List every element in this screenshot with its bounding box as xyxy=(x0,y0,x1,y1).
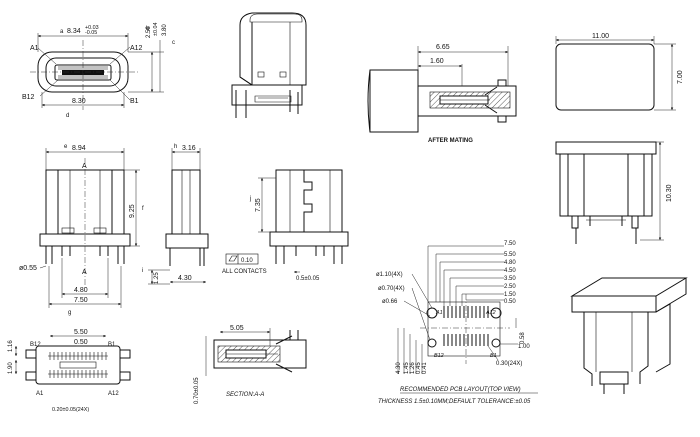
pcb-layout-title: RECOMMENDED PCB LAYOUT(TOP VIEW) xyxy=(400,387,521,393)
cap-side-view: 10.30 xyxy=(555,141,673,244)
dim-b-tol: ±0.04 xyxy=(153,23,159,36)
bottom-pin-b1: B1 xyxy=(108,342,116,348)
after-mating-label: AFTER MATING xyxy=(428,138,473,144)
receptacle-bottom-view: 5.50 0.50 1.16 1.90 B12 B1 A1 A12 0.20±0… xyxy=(8,329,131,413)
dim-0-70: 0.70±0.05 xyxy=(194,377,200,404)
receptacle-front-face-view: a 8.34 +0.03 -0.05 8.30 d 2.56 ±0.04 b 3… xyxy=(22,23,175,119)
pcb-pin-b12: B12 xyxy=(434,353,444,359)
section-label: SECTION:A-A xyxy=(226,392,264,398)
section-a-a-view: 5.05 0.70±0.05 SECTION:A-A xyxy=(194,325,307,404)
pcb-pin-b1: B1 xyxy=(490,353,497,359)
pcb-dim-4-50: 4.50 xyxy=(504,268,516,274)
flatness-value: 0.10 xyxy=(241,258,253,264)
dim-c-mark: c xyxy=(172,40,175,46)
pcb-pin-a1: A1 xyxy=(435,310,443,316)
bottom-pin-b12: B12 xyxy=(30,342,41,348)
pcb-dim-4-30: 4.30 xyxy=(396,362,402,374)
pcb-dim-1-26: 1.26 xyxy=(410,362,416,374)
pcb-dim-2-50: 2.50 xyxy=(504,284,516,290)
pcb-hole-110: ø1.10(4X) xyxy=(376,272,403,278)
dim-0-50: 0.50 xyxy=(74,339,88,346)
pcb-dim-1-00: 1.00 xyxy=(518,344,530,350)
cap-isometric-view xyxy=(570,277,688,394)
dim-1-16: 1.16 xyxy=(8,340,14,352)
bottom-pin-a1: A1 xyxy=(36,391,44,397)
section-mark-bottom: A xyxy=(82,269,87,276)
dim-a-value: 8.34 xyxy=(67,28,81,35)
pitch-note: 0.20±0.05(24X) xyxy=(52,407,89,413)
dim-a-mark: a xyxy=(60,29,64,35)
dim-j-value: 7.35 xyxy=(255,198,262,212)
pcb-dim-7-50: 7.50 xyxy=(504,241,516,247)
dim-b-mark: b xyxy=(146,26,150,32)
pcb-hole-066: ø0.66 xyxy=(382,299,398,305)
dim-j-mark: j xyxy=(249,196,251,202)
cap-top-view: 11.00 7.00 xyxy=(555,33,684,111)
pcb-dim-0-30: 0.30(24X) xyxy=(496,361,522,367)
pcb-dim-1-50: 1.50 xyxy=(504,292,516,298)
dim-b-value: 2.56 xyxy=(146,26,152,38)
pcb-pin-a12: A12 xyxy=(485,310,496,316)
pcb-note: THICKNESS 1.5±0.10MM;DEFAULT TOLERANCE:±… xyxy=(378,399,531,405)
cap-total-height: 10.30 xyxy=(666,184,673,202)
receptacle-front-view: A A e 8.94 9.25 f 4.80 7.50 g ø0.55 xyxy=(19,144,144,316)
dim-hole-055: ø0.55 xyxy=(19,265,37,272)
flatness-callout: 0.10 ALL CONTACTS xyxy=(222,253,267,275)
dim-e-value: 8.94 xyxy=(72,145,86,152)
pcb-dim-0-45: 0.45 xyxy=(416,362,422,374)
dim-h-value: 3.16 xyxy=(182,145,196,152)
pcb-left-dims: 4.30 1.45 1.26 0.45 0.41 xyxy=(396,328,428,374)
dim-5-50: 5.50 xyxy=(74,329,88,336)
dim-4-30: 4.30 xyxy=(178,275,192,282)
bottom-pin-a12: A12 xyxy=(108,391,119,397)
all-contacts-note: ALL CONTACTS xyxy=(222,269,267,275)
cap-height: 7.00 xyxy=(677,70,684,84)
bottom-pin-array xyxy=(48,352,108,378)
dim-6-65: 6.65 xyxy=(436,44,450,51)
pcb-pad-array xyxy=(443,306,489,346)
dim-e-mark: e xyxy=(64,144,68,150)
section-mark-top: A xyxy=(82,163,87,170)
pcb-right-dims: 7.50 5.50 4.80 4.50 3.50 2.50 1.50 0.50 xyxy=(427,241,516,306)
after-mating-view: 6.65 1.60 AFTER MATING xyxy=(367,44,517,144)
dim-g-mark: g xyxy=(68,310,71,316)
dim-5-05: 5.05 xyxy=(230,325,244,332)
pin-label-a1: A1 xyxy=(30,45,39,52)
pcb-layout-view: 7.50 5.50 4.80 4.50 3.50 2.50 1.50 0.50 … xyxy=(376,241,538,405)
pcb-dim-0-41: 0.41 xyxy=(422,362,428,374)
dim-a-tol-minus: -0.05 xyxy=(85,30,97,36)
dim-g-value: 7.50 xyxy=(74,297,88,304)
dim-d-mark: d xyxy=(66,113,69,119)
dim-4-80: 4.80 xyxy=(74,287,88,294)
dim-d-value: 8.30 xyxy=(72,98,86,105)
receptacle-side-view: h 3.16 1.25 i 4.30 0.10 ALL CONTACTS xyxy=(142,144,267,285)
receptacle-isometric-view xyxy=(231,12,307,118)
dim-1-25: 1.25 xyxy=(154,272,160,284)
dim-0-5: 0.5±0.05 xyxy=(296,276,320,282)
pcb-dim-0-50: 0.50 xyxy=(504,299,516,305)
pin-label-a12: A12 xyxy=(130,45,143,52)
pcb-dim-0-58: 0.58 xyxy=(520,332,526,344)
dim-a-tol-plus: +0.03 xyxy=(85,25,99,31)
pcb-hole-070: ø0.70(4X) xyxy=(378,286,405,292)
dim-f-value: 9.25 xyxy=(129,204,136,218)
pcb-dim-3-50: 3.50 xyxy=(504,276,516,282)
dim-f-mark: f xyxy=(142,206,144,212)
pcb-dim-5-50: 5.50 xyxy=(504,252,516,258)
receptacle-back-view: 7.35 j 0.5±0.05 xyxy=(249,169,349,282)
dim-i-mark: i xyxy=(142,268,143,274)
dim-h-mark: h xyxy=(174,144,177,150)
dim-1-60: 1.60 xyxy=(430,58,444,65)
pin-label-b1: B1 xyxy=(130,98,139,105)
dim-c-value: 3.80 xyxy=(162,24,168,36)
cap-width: 11.00 xyxy=(592,33,609,40)
dim-1-90: 1.90 xyxy=(8,362,14,374)
pcb-dim-1-45: 1.45 xyxy=(404,362,410,374)
pcb-dim-4-80: 4.80 xyxy=(504,260,516,266)
pin-label-b12: B12 xyxy=(22,94,35,101)
